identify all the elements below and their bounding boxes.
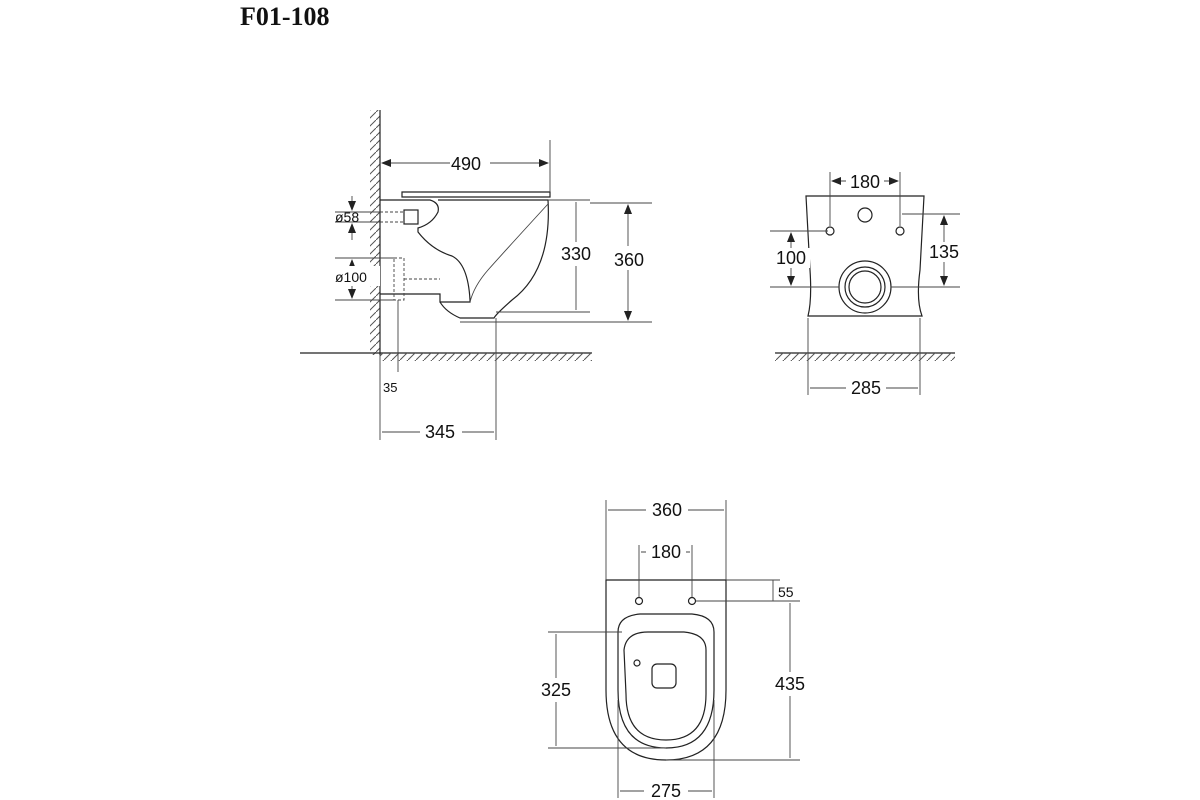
dim-label-bg [558,242,598,266]
bolt-hole-right [895,226,905,236]
bowl-trap-line [469,203,549,303]
outlet-ring-inner [848,270,882,304]
dim-490-label: 490 [451,154,481,174]
top-view-bowl-opening [623,631,707,741]
side-view-bowl [380,191,551,319]
rear-dim-bolt-height-left-label: 100 [776,248,806,268]
dim-label-bg [846,172,884,192]
rear-dim-bolt-height-right-label: 135 [929,242,959,262]
dim-total-height-label: 360 [614,250,644,270]
rear-dim-bolt-spacing-label: 180 [850,172,880,192]
top-dim-bolt-offset-label: 55 [778,584,794,600]
dim-label-bg [644,780,688,800]
dim-label-bg [334,266,380,286]
top-view-seat-rim [617,613,715,749]
seat-lid [401,191,551,198]
side-view: 490 ø58 ø100 330 360 35 345 [300,110,652,442]
dim-outlet-diameter-label: ø100 [335,269,367,285]
dim-bowl-height-label: 330 [561,244,591,264]
bowl-outer-profile [438,199,549,319]
top-dim-seat-length-label: 325 [541,680,571,700]
inlet-centerlines [380,211,404,223]
top-dim-width-label: 360 [652,500,682,520]
dim-label-bg [610,246,650,270]
wall-hatch [370,110,380,355]
dim-label-bg [646,541,686,563]
top-view-rim-inlet [633,659,641,667]
outlet-ring-outer [838,260,892,314]
dim-wall-gap-label: 35 [383,380,397,395]
top-dim-seat-width-label: 275 [651,781,681,800]
rear-view: 180 100 135 285 [770,172,963,398]
top-view-drain [651,663,677,689]
dim-label-bg [420,422,462,442]
floor-hatch [380,353,592,361]
dim-label-bg [925,242,963,262]
inlet-stub [403,209,419,225]
dim-outlet-distance-label: 345 [425,422,455,442]
top-view: 360 180 55 325 435 275 [536,499,810,800]
top-dim-bolt-spacing-label: 180 [651,542,681,562]
top-dim-total-length-label: 435 [775,674,805,694]
inlet-hole [857,207,873,223]
bowl-inner-profile [380,199,471,303]
rear-floor-hatch [775,353,955,361]
dim-inlet-diameter-label: ø58 [335,209,359,225]
outlet-ring-mid [844,266,886,308]
dim-label-bg [846,378,886,398]
dim-label-bg [772,248,810,268]
top-bolt-right [687,596,697,606]
dim-label-bg [770,672,810,696]
rear-dim-width-label: 285 [851,378,881,398]
dim-label-bg [450,152,490,172]
drawing-title: F01-108 [240,2,330,31]
rear-view-body [805,195,925,317]
top-view-body [605,579,727,761]
dim-label-bg [646,499,688,521]
dim-label-bg [536,678,576,702]
top-bolt-left [634,596,644,606]
